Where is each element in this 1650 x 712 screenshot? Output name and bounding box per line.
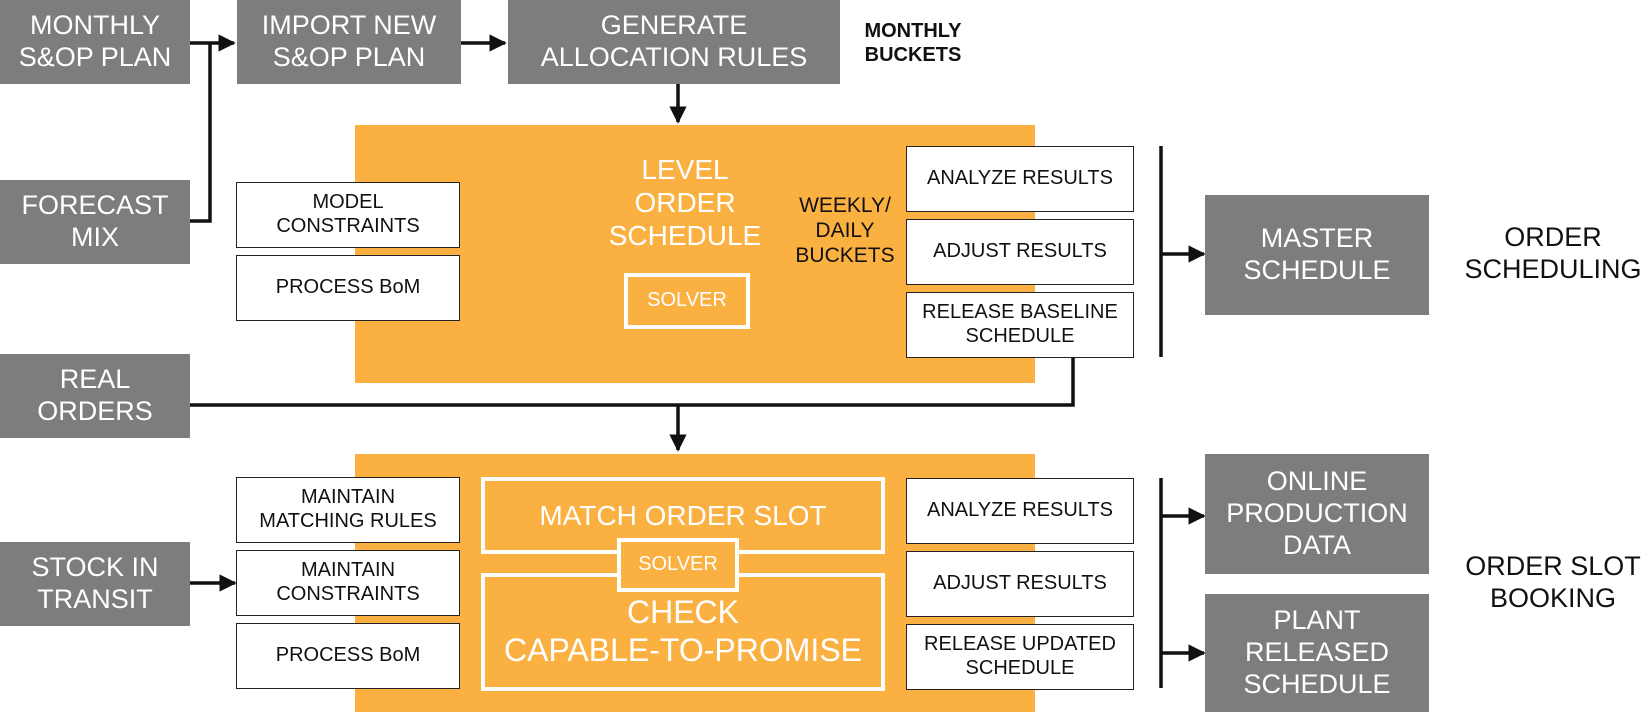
booking-process-bom-box: PROCESS BoM (236, 623, 460, 689)
maintain-matching-rules-box: MAINTAIN MATCHING RULES (236, 477, 460, 543)
line-real-orders (190, 358, 1075, 407)
online-production-data-box: ONLINE PRODUCTION DATA (1205, 454, 1429, 574)
plant-released-schedule-box: PLANT RELEASED SCHEDULE (1205, 594, 1429, 712)
booking-adjust-results-box: ADJUST RESULTS (906, 551, 1134, 617)
scheduling-solver-box: SOLVER (624, 273, 750, 329)
release-baseline-schedule-box: RELEASE BASELINE SCHEDULE (906, 292, 1134, 358)
weekly-daily-buckets-label: WEEKLY/ DAILY BUCKETS (795, 194, 895, 267)
scheduling-process-bom-box: PROCESS BoM (236, 255, 460, 321)
booking-solver-box: SOLVER (617, 538, 739, 592)
import-plan-box: IMPORT NEW S&OP PLAN (237, 0, 461, 84)
real-orders-box: REAL ORDERS (0, 354, 190, 438)
model-constraints-box: MODEL CONSTRAINTS (236, 182, 460, 248)
master-schedule-box: MASTER SCHEDULE (1205, 195, 1429, 315)
scheduling-adjust-results-box: ADJUST RESULTS (906, 219, 1134, 285)
scheduling-analyze-results-box: ANALYZE RESULTS (906, 146, 1134, 212)
forecast-mix-box: FORECAST MIX (0, 180, 190, 264)
booking-analyze-results-box: ANALYZE RESULTS (906, 478, 1134, 544)
order-scheduling-label: ORDER SCHEDULING (1464, 222, 1642, 284)
maintain-constraints-box: MAINTAIN CONSTRAINTS (236, 550, 460, 616)
level-order-schedule-title: LEVEL ORDER SCHEDULE (608, 154, 762, 252)
monthly-sop-plan-box: MONTHLY S&OP PLAN (0, 0, 190, 84)
stock-in-transit-box: STOCK IN TRANSIT (0, 542, 190, 626)
generate-rules-box: GENERATE ALLOCATION RULES (508, 0, 840, 84)
order-slot-booking-label: ORDER SLOT BOOKING (1465, 551, 1641, 613)
line-forecast-to-import (190, 43, 212, 223)
monthly-buckets-label: MONTHLY BUCKETS (864, 20, 962, 66)
release-updated-schedule-box: RELEASE UPDATED SCHEDULE (906, 624, 1134, 690)
match-order-slot-box: MATCH ORDER SLOT (481, 477, 885, 554)
